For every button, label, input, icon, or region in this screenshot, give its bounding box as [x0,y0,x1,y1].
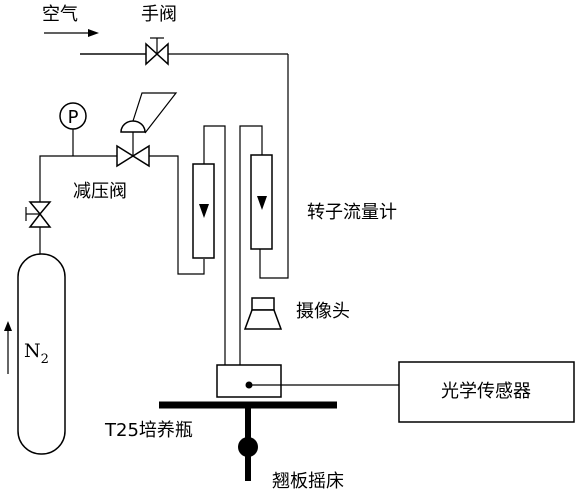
hand-valve-icon [145,37,169,66]
flask-label: T25培养瓶 [104,420,193,441]
pressure-reducing-valve-icon [116,92,178,168]
optical-sensor-label: 光学传感器 [441,381,531,402]
rotameter-label: 转子流量计 [307,202,397,223]
optical-sensor-box: 光学传感器 [398,361,575,423]
cylinder-valve-icon [25,201,52,228]
air-flow-arrow-icon [44,29,99,37]
nitrogen-cylinder: N2 [17,253,66,455]
pressure-reducing-valve-label: 减压阀 [73,181,127,202]
cylinder-arrow-icon [4,321,12,374]
air-inlet: 空气 手阀 [42,4,289,279]
rotameter-right [239,125,273,365]
shaker-label: 翘板摇床 [272,471,344,492]
rocker-shaker [159,401,337,481]
pressure-gauge-label: P [68,107,79,128]
hand-valve-label: 手阀 [141,4,177,25]
camera-label: 摄像头 [296,301,350,322]
pivot-icon [238,437,258,457]
pressure-gauge-icon: P [59,102,87,130]
t25-flask [216,364,399,398]
air-label: 空气 [42,4,78,25]
rotameter-left [148,125,226,365]
camera-icon [243,297,283,330]
nitrogen-branch: P 减压阀 N2 [4,92,178,455]
nitrogen-cylinder-label: N2 [24,340,49,367]
